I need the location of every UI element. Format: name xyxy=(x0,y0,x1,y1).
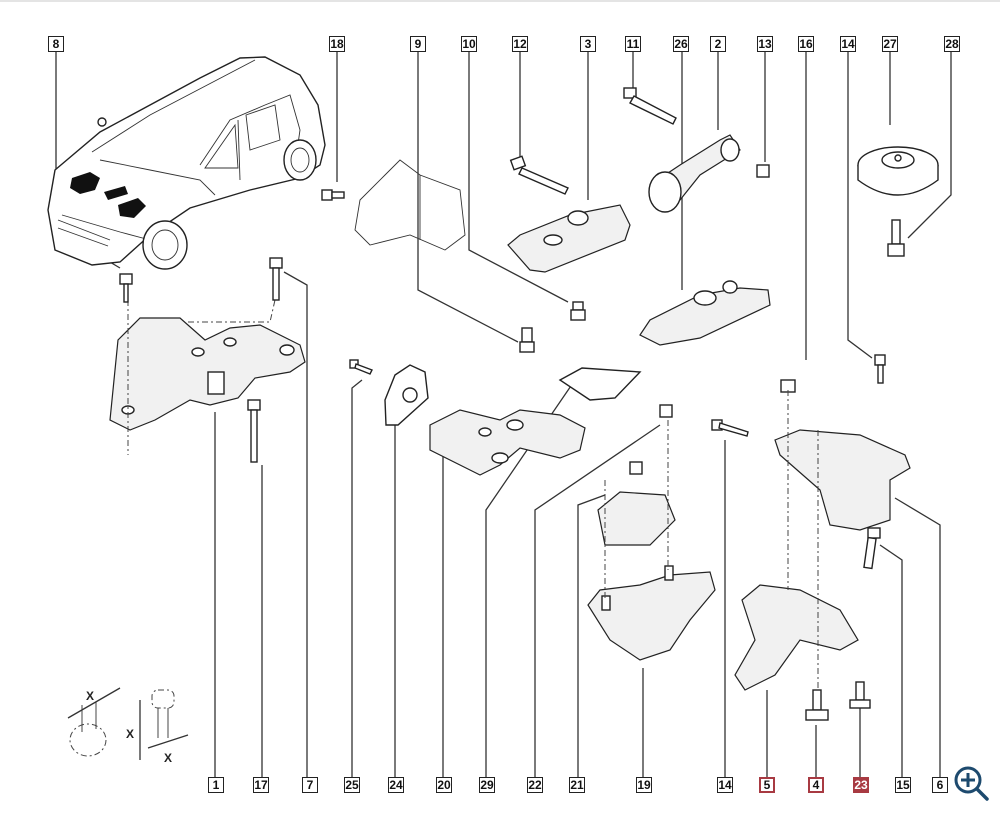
stud-4 xyxy=(805,689,829,721)
callout-1[interactable]: 1 xyxy=(208,777,224,793)
bolt-14-left xyxy=(711,419,749,437)
nut-13 xyxy=(756,164,770,178)
car-illustration xyxy=(47,56,326,270)
top-border xyxy=(0,0,1000,2)
part-1-engine-mount xyxy=(109,299,306,455)
legend-x-label-nut: X xyxy=(86,689,94,703)
callout-5-highlighted[interactable]: 5 xyxy=(759,777,775,793)
callout-18[interactable]: 18 xyxy=(329,36,345,52)
part-29-cover xyxy=(558,367,642,401)
legend-x-label-thread: X xyxy=(164,751,172,765)
part-26-bracket xyxy=(639,280,771,346)
callout-27[interactable]: 27 xyxy=(882,36,898,52)
part-24-plate xyxy=(384,364,429,426)
part-2-torque-rod xyxy=(648,134,741,213)
callout-19[interactable]: 19 xyxy=(636,777,652,793)
callout-15[interactable]: 15 xyxy=(895,777,911,793)
torque-legend: X X X xyxy=(67,687,189,765)
callout-13[interactable]: 13 xyxy=(757,36,773,52)
leader-lines xyxy=(55,52,952,777)
callout-26[interactable]: 26 xyxy=(673,36,689,52)
bolt-12 xyxy=(509,155,569,195)
callout-14-bottom[interactable]: 14 xyxy=(717,777,733,793)
bolt-17 xyxy=(247,399,261,463)
callout-20[interactable]: 20 xyxy=(436,777,452,793)
part-27-damper xyxy=(857,146,939,196)
callout-25[interactable]: 25 xyxy=(344,777,360,793)
part-6-support xyxy=(774,429,911,531)
callout-24[interactable]: 24 xyxy=(388,777,404,793)
callout-14-top[interactable]: 14 xyxy=(840,36,856,52)
callout-6[interactable]: 6 xyxy=(932,777,948,793)
bolt-28 xyxy=(887,219,905,257)
callout-23-highlighted[interactable]: 23 xyxy=(853,777,869,793)
part-3-bracket xyxy=(507,204,631,273)
callout-28[interactable]: 28 xyxy=(944,36,960,52)
nut-22 xyxy=(659,404,673,418)
legend-x-label-length: X xyxy=(126,727,134,741)
callout-10[interactable]: 10 xyxy=(461,36,477,52)
callout-9[interactable]: 9 xyxy=(410,36,426,52)
bolt-15 xyxy=(863,527,881,570)
part-18-gearbox-housing xyxy=(321,159,466,251)
bolt-8 xyxy=(119,273,133,303)
bolt-9 xyxy=(519,327,535,353)
bolt-11 xyxy=(623,87,677,125)
part-21-insulator xyxy=(597,461,676,546)
bolt-10 xyxy=(570,301,586,321)
bolt-7 xyxy=(269,257,283,301)
callout-4-highlighted[interactable]: 4 xyxy=(808,777,824,793)
bolt-25 xyxy=(349,359,373,375)
callout-21[interactable]: 21 xyxy=(569,777,585,793)
callout-3[interactable]: 3 xyxy=(580,36,596,52)
part-5-bracket xyxy=(734,390,859,720)
callout-22[interactable]: 22 xyxy=(527,777,543,793)
callout-16[interactable]: 16 xyxy=(798,36,814,52)
callout-29[interactable]: 29 xyxy=(479,777,495,793)
callout-7[interactable]: 7 xyxy=(302,777,318,793)
bolt-14-top xyxy=(874,354,886,384)
callout-8[interactable]: 8 xyxy=(48,36,64,52)
zoom-in-icon xyxy=(954,766,989,801)
callout-12[interactable]: 12 xyxy=(512,36,528,52)
part-19-gearbox-mount xyxy=(587,420,716,661)
callout-11[interactable]: 11 xyxy=(625,36,641,52)
callout-17[interactable]: 17 xyxy=(253,777,269,793)
stud-23 xyxy=(849,681,871,709)
part-20-bracket xyxy=(429,409,586,476)
zoom-in-button[interactable] xyxy=(952,764,992,804)
callout-2[interactable]: 2 xyxy=(710,36,726,52)
